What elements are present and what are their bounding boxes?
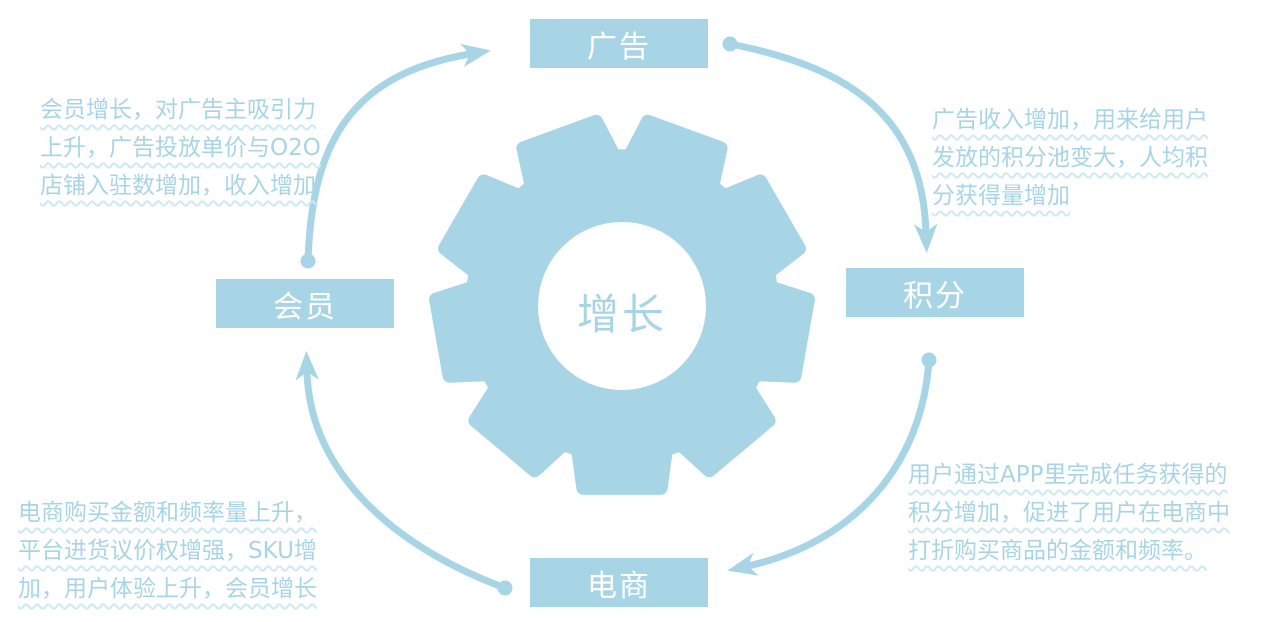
annotation-line: 会员增长，对广告主吸引力 [40,97,316,123]
annotation-line: 用户通过APP里完成任务获得的 [908,462,1228,488]
annotation-points-to-ecommerce: 用户通过APP里完成任务获得的 积分增加，促进了用户在电商中 打折购买商品的金额… [908,456,1230,570]
node-ecommerce-label: 电商 [587,568,651,604]
annotation-members-to-ads: 会员增长，对广告主吸引力 上升，广告投放单价与O2O 店铺入驻数增加，收入增加 [40,91,321,205]
node-ecommerce: 电商 [530,558,708,607]
node-points: 积分 [846,268,1024,317]
node-ads: 广告 [530,19,708,68]
annotation-line: 店铺入驻数增加，收入增加 [40,173,316,199]
annotation-line: 发放的积分池变大，人均积 [932,145,1208,171]
arrow-ads-to-points [726,40,938,254]
node-points-label: 积分 [903,278,967,314]
annotation-line: 电商购买金额和频率量上升， [18,500,317,526]
node-members-label: 会员 [273,289,337,325]
annotation-line: 上升，广告投放单价与O2O [40,135,321,161]
arrow-members-to-ads [304,43,491,264]
gear-center-label: 增长 [576,290,667,339]
annotation-line: 广告收入增加，用来给用户 [932,107,1208,133]
annotation-ecommerce-to-members: 电商购买金额和频率量上升， 平台进货议价权增强，SKU增 加，用户体验上升，会员… [18,494,317,608]
gear-hub [538,222,706,390]
annotation-line: 积分增加，促进了用户在电商中 [908,500,1230,526]
node-members: 会员 [216,279,394,328]
node-ads-label: 广告 [587,29,651,65]
annotation-line: 打折购买商品的金额和频率。 [908,538,1207,564]
annotation-line: 加，用户体验上升，会员增长 [18,576,317,602]
arrow-points-to-ecommerce [727,356,933,576]
annotation-line: 平台进货议价权增强，SKU增 [18,538,317,564]
annotation-ads-to-points: 广告收入增加，用来给用户 发放的积分池变大，人均积 分获得量增加 [932,101,1208,215]
arrow-ecommerce-to-members [295,350,509,592]
annotation-line: 分获得量增加 [932,183,1070,209]
